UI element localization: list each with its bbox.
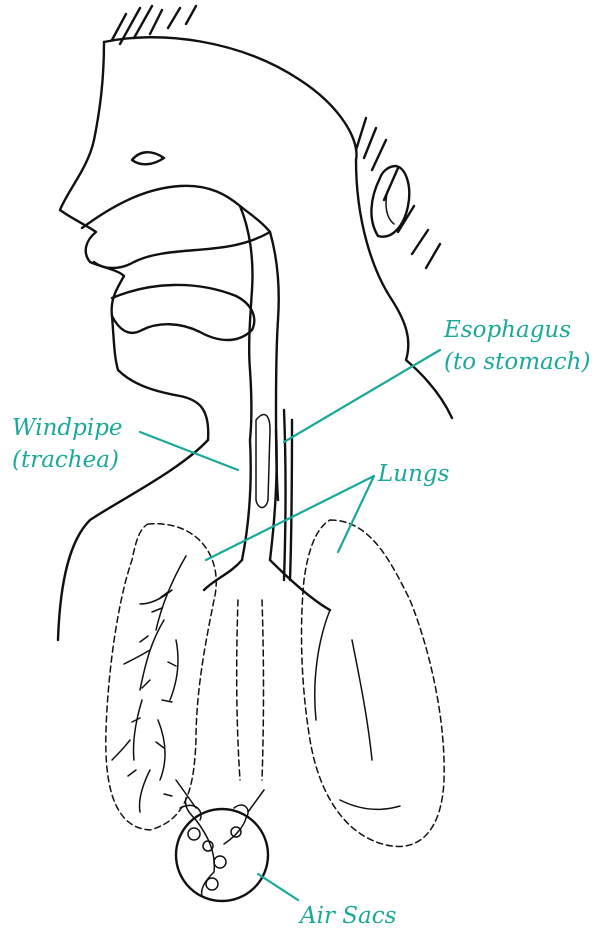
pharynx	[240, 206, 279, 500]
hair	[112, 6, 440, 268]
bronchial-tree	[112, 556, 186, 812]
label-windpipe-line2: (trachea)	[12, 444, 123, 476]
label-lungs: Lungs	[378, 458, 449, 490]
label-esophagus-line1: Esophagus	[444, 314, 590, 346]
spine	[237, 600, 264, 780]
air-sacs-magnified	[176, 780, 268, 901]
esophagus-tube	[284, 410, 292, 580]
oral-cavity	[112, 285, 254, 340]
bronchi	[204, 560, 330, 610]
label-esophagus: Esophagus (to stomach)	[444, 314, 590, 378]
lung-right-outline	[302, 520, 445, 846]
head-outline	[60, 42, 208, 440]
leader-air-sacs	[258, 874, 298, 900]
leader-esophagus	[284, 350, 440, 442]
label-windpipe: Windpipe (trachea)	[12, 412, 123, 476]
eye	[132, 152, 164, 164]
leader-lungs-right	[338, 476, 374, 552]
lung-left-outline	[106, 524, 216, 830]
neck-back	[356, 160, 452, 418]
nasal-cavity	[82, 186, 270, 268]
label-windpipe-line1: Windpipe	[12, 412, 123, 444]
label-air-sacs: Air Sacs	[300, 900, 396, 932]
head-back	[104, 37, 357, 160]
leader-windpipe	[140, 432, 238, 470]
ear	[371, 166, 409, 237]
label-esophagus-line2: (to stomach)	[444, 346, 590, 378]
